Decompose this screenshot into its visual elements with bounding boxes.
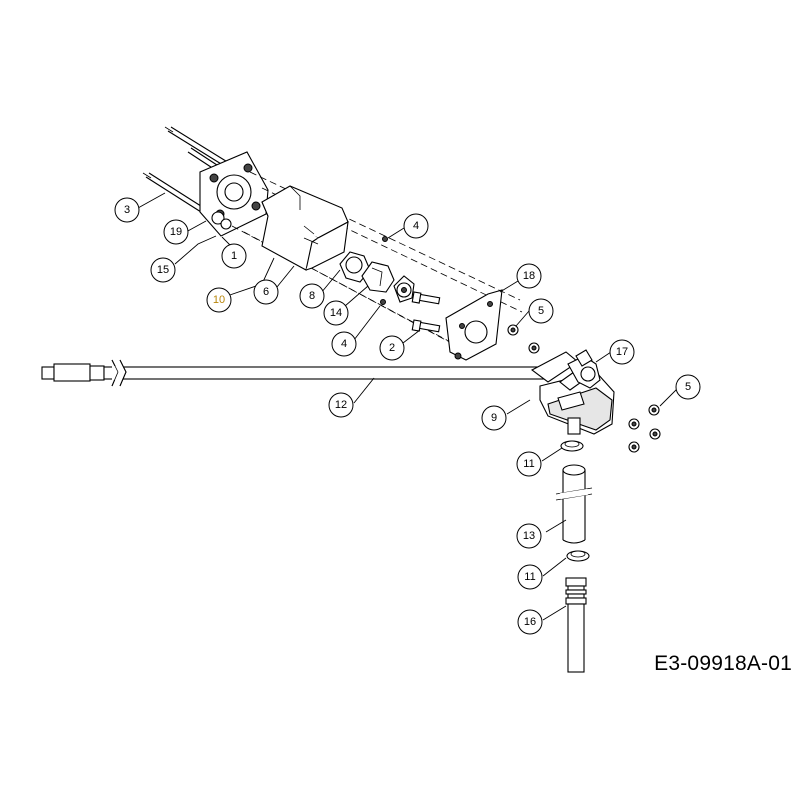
callout-13[interactable]: 13 xyxy=(516,523,542,549)
svg-text:16: 16 xyxy=(524,616,536,628)
callout-2[interactable]: 2 xyxy=(379,335,405,361)
callout-19[interactable]: 19 xyxy=(163,219,189,245)
callout-11-upper[interactable]: 11 xyxy=(516,451,542,477)
drawing-code: E3-09918A-01 xyxy=(654,652,792,675)
callout-5-lower[interactable]: 5 xyxy=(675,374,701,400)
svg-text:15: 15 xyxy=(157,264,169,276)
svg-text:17: 17 xyxy=(616,346,628,358)
callout-9[interactable]: 9 xyxy=(481,405,507,431)
callout-4-bottom[interactable]: 4 xyxy=(331,331,357,357)
inlet-fitting xyxy=(565,577,587,673)
callout-1[interactable]: 1 xyxy=(221,243,247,269)
callout-11-lower[interactable]: 11 xyxy=(517,564,543,590)
short-bolts xyxy=(411,291,441,333)
svg-text:1: 1 xyxy=(231,250,237,262)
svg-text:13: 13 xyxy=(523,530,535,542)
callout-8[interactable]: 8 xyxy=(299,283,325,309)
svg-text:18: 18 xyxy=(523,270,535,282)
svg-text:2: 2 xyxy=(389,342,395,354)
svg-text:19: 19 xyxy=(170,226,182,238)
svg-text:9: 9 xyxy=(491,412,497,424)
svg-text:3: 3 xyxy=(124,204,130,216)
coupling xyxy=(339,251,415,303)
callout-10[interactable]: 10 xyxy=(206,287,232,313)
set-screws xyxy=(380,236,388,305)
callout-18[interactable]: 18 xyxy=(516,263,542,289)
callout-16[interactable]: 16 xyxy=(517,609,543,635)
callout-12[interactable]: 12 xyxy=(328,392,354,418)
svg-text:11: 11 xyxy=(523,458,534,470)
elbow-fitting xyxy=(567,349,601,389)
callout-14[interactable]: 14 xyxy=(323,300,349,326)
callout-17[interactable]: 17 xyxy=(609,339,635,365)
svg-text:10: 10 xyxy=(213,294,225,306)
mounting-plate xyxy=(199,151,269,237)
callout-4-top[interactable]: 4 xyxy=(403,213,429,239)
callouts: 3 19 15 1 10 6 8 14 xyxy=(114,197,701,635)
svg-text:5: 5 xyxy=(538,305,544,317)
svg-text:14: 14 xyxy=(330,307,342,319)
callout-3[interactable]: 3 xyxy=(114,197,140,223)
svg-text:4: 4 xyxy=(341,338,347,350)
callout-5-upper[interactable]: 5 xyxy=(528,298,554,324)
callout-6[interactable]: 6 xyxy=(253,279,279,305)
pump-mount-plate xyxy=(445,289,503,361)
drive-shaft xyxy=(41,359,545,387)
hose-clamps xyxy=(560,440,590,562)
svg-text:5: 5 xyxy=(685,381,691,393)
svg-text:8: 8 xyxy=(309,290,315,302)
svg-text:6: 6 xyxy=(263,286,269,298)
svg-text:4: 4 xyxy=(413,220,419,232)
callout-15[interactable]: 15 xyxy=(150,257,176,283)
coupler-housing xyxy=(261,185,349,271)
svg-text:12: 12 xyxy=(335,399,347,411)
svg-text:11: 11 xyxy=(524,571,535,583)
hose xyxy=(555,464,593,544)
nuts xyxy=(507,324,661,453)
